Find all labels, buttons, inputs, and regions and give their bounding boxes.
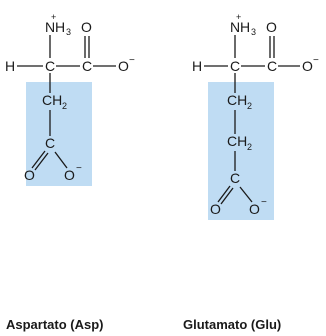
glutamate-bond-cside-ominus bbox=[239, 186, 253, 203]
aspartate-ammonium-h: H bbox=[55, 19, 65, 35]
glutamate-ch2-second: CH bbox=[227, 133, 247, 149]
aspartate-ammonium-h-count: 3 bbox=[66, 27, 71, 37]
aspartate-bond-cside-ominus bbox=[54, 151, 68, 169]
glutamate-double-bond-cside-o-a bbox=[217, 185, 231, 203]
aspartate-side-oxygen-left: O bbox=[24, 167, 35, 183]
glutamate-side-charge: − bbox=[261, 197, 267, 208]
aspartate-carboxyl-carbon: C bbox=[82, 58, 92, 74]
aspartate-caption: Aspartato (Asp) bbox=[6, 317, 104, 332]
aspartate-side-charge: − bbox=[76, 163, 82, 174]
aspartate-double-bond-cside-o-b bbox=[34, 152, 49, 171]
glutamate-carboxylate-charge: − bbox=[313, 55, 319, 66]
glutamate-ammonium-h-count: 3 bbox=[251, 27, 256, 37]
glutamate-side-oxygen-right: O bbox=[249, 201, 260, 217]
glutamate-nitrogen: N bbox=[230, 19, 240, 35]
aspartate-ammonium-charge: + bbox=[51, 12, 56, 22]
glutamate-ch2-second-count: 2 bbox=[247, 142, 252, 152]
aspartate-side-oxygen-right: O bbox=[64, 167, 75, 183]
aspartate-carboxylate-oxygen: O bbox=[118, 58, 129, 74]
aspartate-side-carbon: C bbox=[45, 135, 55, 151]
glutamate-ammonium-charge: + bbox=[236, 12, 241, 22]
glutamate-carbonyl-oxygen: O bbox=[266, 19, 277, 35]
glutamate-side-carbon: C bbox=[230, 170, 240, 186]
aspartate-alpha-carbon: C bbox=[45, 58, 55, 74]
glutamate-caption: Glutamato (Glu) bbox=[183, 317, 281, 332]
glutamate-carboxylate-oxygen: O bbox=[302, 58, 313, 74]
aspartate-carboxylate-charge: − bbox=[129, 55, 135, 66]
glutamate-ch2-first-count: 2 bbox=[247, 101, 252, 111]
glutamate-alpha-carbon: C bbox=[230, 58, 240, 74]
glutamate-ammonium-h: H bbox=[240, 19, 250, 35]
aspartate-structure: + N H 3 O H C C O − CH 2 C O O − bbox=[5, 12, 135, 186]
aspartate-double-bond-cside-o-a bbox=[31, 150, 46, 169]
aspartate-carbonyl-oxygen: O bbox=[81, 19, 92, 35]
glutamate-side-chain-box bbox=[208, 82, 274, 220]
glutamate-ch2-first: CH bbox=[227, 92, 247, 108]
aspartate-nitrogen: N bbox=[45, 19, 55, 35]
glutamate-alpha-hydrogen: H bbox=[192, 58, 202, 74]
aspartate-alpha-hydrogen: H bbox=[5, 58, 15, 74]
glutamate-structure: + N H 3 O H C C O − CH 2 CH 2 C O O − bbox=[192, 12, 319, 220]
aspartate-ch2-count: 2 bbox=[62, 101, 67, 111]
glutamate-double-bond-cside-o-b bbox=[220, 187, 234, 205]
aspartate-side-chain-box bbox=[26, 82, 92, 186]
glutamate-carboxyl-carbon: C bbox=[267, 58, 277, 74]
aspartate-ch2: CH bbox=[42, 92, 62, 108]
glutamate-side-oxygen-left: O bbox=[210, 201, 221, 217]
